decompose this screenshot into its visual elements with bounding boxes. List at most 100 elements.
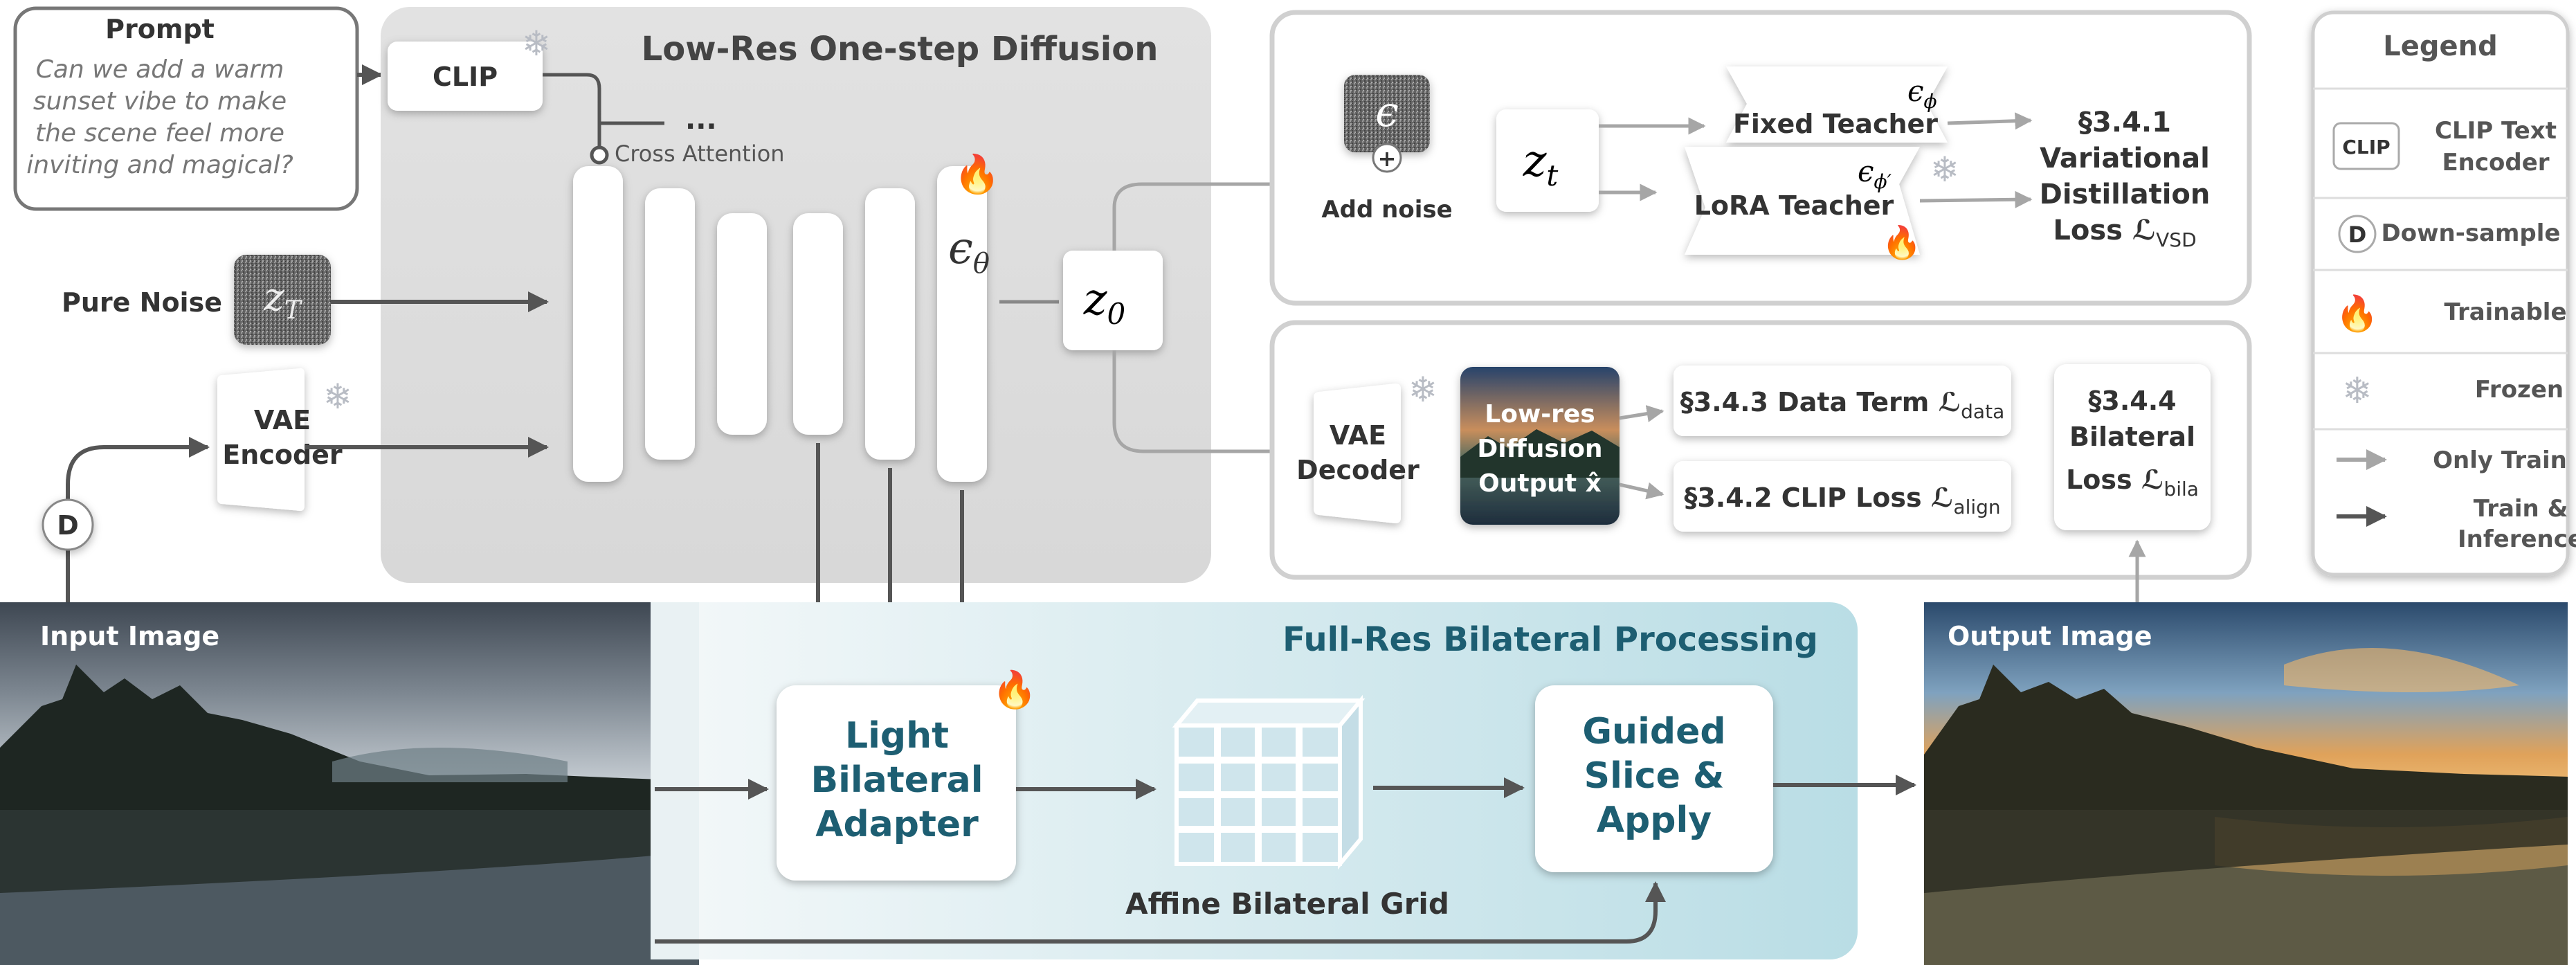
clip-loss-box (1674, 461, 2011, 532)
prompt-line-1: Can we add a warm (36, 55, 284, 84)
adapter-trainable-icon: 🔥 (992, 669, 1037, 711)
legend-d-badge-label: D (2348, 222, 2367, 248)
clip-frozen-icon: ❄ (522, 24, 551, 64)
vae-encoder-line-2: Encoder (222, 440, 343, 470)
lowres-output-line-1: Low-res (1485, 400, 1595, 429)
vae-encoder-box (217, 368, 305, 511)
z0-to-zt-path (1112, 175, 1490, 251)
vae-decoder-frozen-icon: ❄ (1408, 370, 1437, 410)
downsample-label: D (57, 510, 79, 541)
output-image (1924, 602, 2568, 965)
zT-label: zT (263, 275, 303, 325)
z0-box (1063, 251, 1163, 350)
prompt-line-3: the scene feel more (35, 119, 284, 147)
unet-block-2 (645, 188, 695, 460)
prompt-line-2: sunset vibe to make (33, 87, 287, 116)
vae-encoder-frozen-icon: ❄ (323, 377, 352, 417)
zT-noise-image (234, 255, 331, 345)
data-term-label: §3.4.3 Data Term ℒdata (1680, 387, 2004, 423)
slice-apply-line-2: Slice & (1584, 755, 1725, 797)
input-bypass-to-slice-arrow (655, 881, 1666, 944)
adapter-line-2: Bilateral (810, 759, 983, 801)
add-noise-label: Add noise (1321, 196, 1452, 224)
noise-epsilon-label: ϵ (1375, 88, 1399, 136)
slice-apply-box (1535, 685, 1773, 872)
prompt-title: Prompt (105, 14, 215, 44)
legend-train-infer-text-1: Train & (2474, 495, 2568, 523)
vae-decoder-box (1314, 384, 1401, 523)
vsd-line-1: §3.4.1 (2078, 107, 2171, 138)
slice-apply-line-1: Guided (1582, 711, 1725, 752)
unet-trainable-icon: 🔥 (954, 152, 1000, 196)
cross-attn-node (590, 145, 609, 165)
fullres-title: Full-Res Bilateral Processing (1282, 620, 1818, 659)
zt-box (1496, 109, 1599, 212)
clip-label: CLIP (433, 62, 498, 92)
clip-encoder-box (388, 42, 543, 111)
slice-apply-line-3: Apply (1597, 800, 1712, 841)
unet-block-3 (717, 213, 767, 435)
legend-frozen-text: Frozen (2475, 376, 2564, 404)
teacher-frozen-icon: ❄ (1930, 150, 1959, 190)
legend-frozen-icon: ❄ (2342, 370, 2373, 412)
data-term-box (1674, 366, 2011, 436)
affine-bilateral-grid-cube (1172, 694, 1366, 870)
bilateral-loss-line-1: §3.4.4 (2088, 386, 2176, 416)
legend-trainable-text: Trainable (2444, 298, 2566, 326)
adapter-line-3: Adapter (815, 804, 979, 845)
unet-block-6 (937, 166, 987, 482)
noise-epsilon-image (1344, 75, 1430, 152)
adapter-box (777, 685, 1016, 881)
legend-only-train-text: Only Train (2433, 447, 2567, 474)
vae-encoder-line-1: VAE (254, 405, 311, 435)
bilateral-loss-box (2054, 364, 2211, 530)
z0-label: z0 (1083, 274, 1125, 331)
lowres-output-line-2: Diffusion (1477, 435, 1602, 463)
prompt-line-4: inviting and magical? (26, 151, 293, 179)
output-to-clip-arrow (1619, 482, 1665, 500)
legend-clip-badge (2332, 122, 2400, 170)
lora-teacher-box (1685, 147, 1920, 255)
fixed-teacher-box (1726, 66, 1948, 143)
bilateral-loss-line-2: Bilateral (2069, 422, 2195, 452)
unet-block-4 (793, 213, 843, 435)
legend-d-text: Down-sample (2382, 219, 2561, 247)
legend-train-infer-text-2: Inference (2458, 525, 2576, 553)
eps-theta: ϵθ (948, 223, 990, 280)
z0-to-decoder-path (1112, 350, 1302, 460)
legend-d-badge (2338, 215, 2377, 253)
lowres-output-treeline (1460, 429, 1620, 478)
unet-block-5 (865, 188, 915, 460)
lora-trainable-icon: 🔥 (1882, 224, 1921, 261)
output-image-label: Output Image (1948, 621, 2152, 651)
clip-loss-label: §3.4.2 CLIP Loss ℒalign (1684, 482, 2000, 518)
lowres-title: Low-Res One-step Diffusion (642, 30, 1159, 69)
fixed-to-vsd-arrow (1947, 112, 2033, 130)
zt-label: zt (1523, 136, 1559, 192)
fixed-teacher-label: Fixed Teacher (1733, 109, 1938, 139)
bilateral-loss-line-3: Loss ℒbila (2066, 465, 2199, 500)
pure-noise-label: Pure Noise (62, 287, 222, 318)
legend-clip-text-2: Encoder (2442, 149, 2549, 177)
legend-title: Legend (2383, 30, 2498, 62)
unet-block-1 (573, 166, 623, 482)
cross-attention-label: Cross Attention (615, 141, 785, 167)
vsd-line-2: Variational (2040, 143, 2210, 174)
clip-path (543, 73, 601, 161)
legend-clip-badge-label: CLIP (2342, 136, 2390, 159)
vsd-line-4: Loss ℒVSD (2053, 215, 2196, 251)
add-noise-node (1372, 143, 1402, 173)
lora-to-vsd-arrow (1919, 190, 2033, 208)
vsd-line-3: Distillation (2040, 179, 2211, 210)
fullres-panel-left-fill (651, 602, 699, 959)
eps-phi-lora: ϵϕ′ (1858, 154, 1892, 193)
legend-clip-text-1: CLIP Text (2435, 117, 2557, 145)
lowres-output-line-3: Output x̂ (1478, 469, 1602, 498)
lora-teacher-label: LoRA Teacher (1694, 190, 1894, 221)
prompt-box (13, 6, 359, 211)
ellipsis: ... (685, 104, 717, 136)
vae-decoder-line-1: VAE (1330, 420, 1386, 451)
legend-trainable-icon: 🔥 (2336, 294, 2379, 334)
downsample-node (42, 498, 94, 551)
